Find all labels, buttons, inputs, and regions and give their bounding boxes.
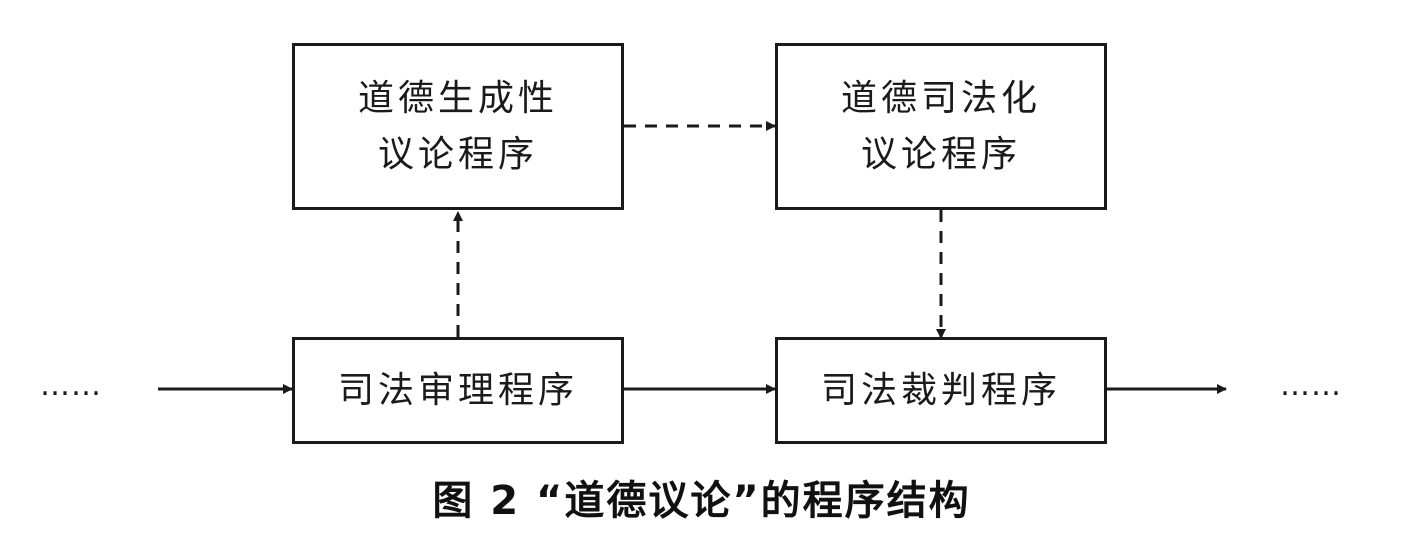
node-label: 司法审理程序 xyxy=(337,369,578,411)
node-label-line2: 议论程序 xyxy=(377,133,538,175)
node-judicial-ruling-procedure: 司法裁判程序 xyxy=(775,337,1107,444)
node-judicial-trial-procedure: 司法审理程序 xyxy=(292,337,624,444)
ellipsis-right: …… xyxy=(1280,368,1342,403)
figure-caption: 图 2 “道德议论”的程序结构 xyxy=(432,478,971,524)
ellipsis-left: …… xyxy=(40,368,102,403)
node-label-line1: 道德司法化 xyxy=(840,77,1041,119)
node-label-line1: 道德生成性 xyxy=(357,77,558,119)
node-moral-judicial-procedure: 道德司法化 议论程序 xyxy=(775,43,1107,210)
node-moral-generative-procedure: 道德生成性 议论程序 xyxy=(292,43,624,210)
node-label: 司法裁判程序 xyxy=(820,369,1061,411)
node-label-line2: 议论程序 xyxy=(860,133,1021,175)
